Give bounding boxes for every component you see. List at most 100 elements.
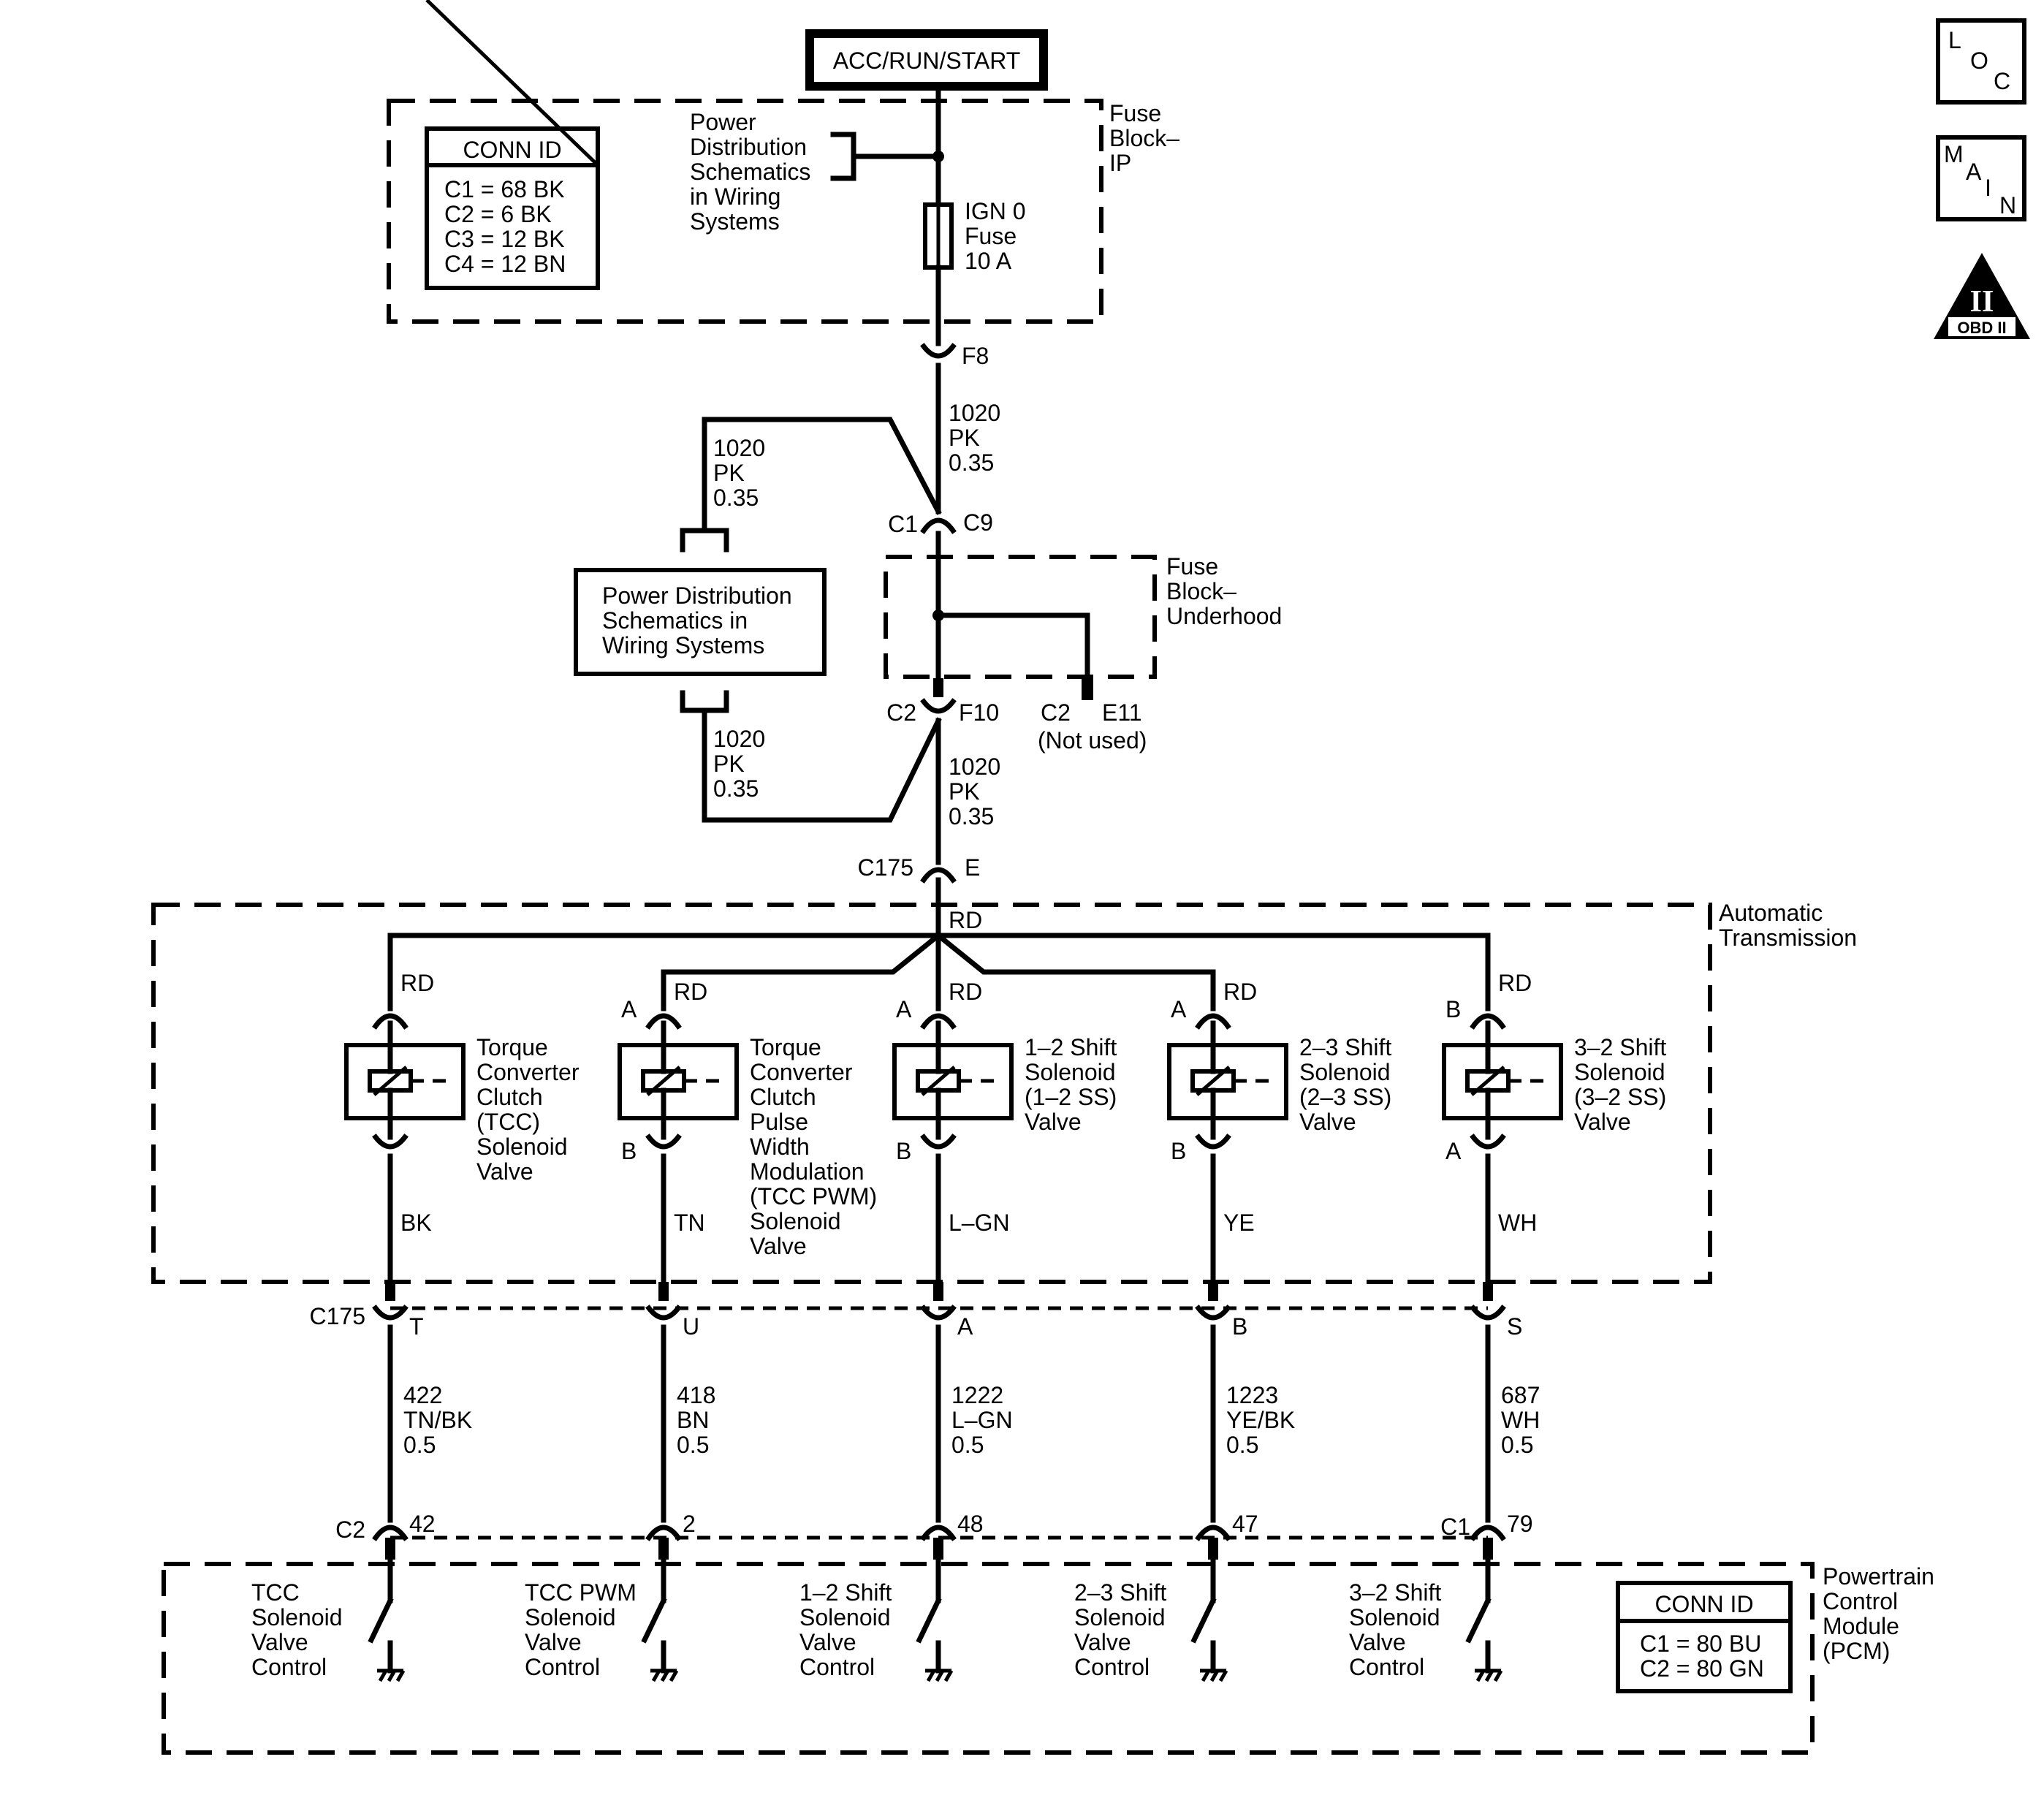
- pcm-function-label: Valve: [799, 1629, 856, 1655]
- svg-text:C2 = 80 GN: C2 = 80 GN: [1640, 1655, 1764, 1682]
- solenoid-wire-color: YE: [1223, 1210, 1255, 1236]
- connector-f8: [920, 343, 957, 359]
- power-distribution-box-line2: Schematics in: [602, 607, 748, 634]
- solenoid-top-pin: A: [621, 996, 637, 1022]
- svg-text:CONN ID: CONN ID: [463, 137, 561, 163]
- svg-text:0.35: 0.35: [949, 803, 994, 829]
- solenoid-bottom-connector: [1470, 1134, 1506, 1150]
- c175-pin-label: T: [409, 1313, 424, 1340]
- connector-c2-label: C2: [886, 699, 916, 726]
- c175-bottom-connector: [1470, 1305, 1506, 1321]
- connector-c2-unused-label: C2: [1041, 699, 1071, 726]
- connector-c9-label: C9: [963, 509, 993, 536]
- circuit-label: YE/BK: [1226, 1407, 1295, 1433]
- power-source-label: ACC/RUN/START: [833, 48, 1021, 74]
- svg-text:C1 = 68 BK: C1 = 68 BK: [444, 176, 565, 202]
- pcm-function-label: Valve: [1074, 1629, 1131, 1655]
- solenoid-bottom-connector: [1195, 1134, 1231, 1150]
- c175-pin-label: A: [957, 1313, 973, 1340]
- solenoid-bottom-connector: [372, 1134, 409, 1150]
- obd-ii-icon: II OBD II: [1934, 253, 2030, 339]
- solenoid-top-wire: RD: [1223, 979, 1257, 1005]
- svg-text:0.35: 0.35: [713, 775, 759, 802]
- connector-c2-f10: [920, 698, 957, 714]
- solenoid-top-pin: A: [1171, 996, 1187, 1022]
- wire-1020-label-c: 1020 PK 0.35: [713, 726, 765, 802]
- solenoid-name: (2–3 SS): [1299, 1084, 1391, 1110]
- solenoid-name: 1–2 Shift: [1025, 1034, 1117, 1060]
- power-distribution-box-line1: Power Distribution: [602, 582, 792, 609]
- circuit-label: 0.5: [951, 1432, 984, 1458]
- connector-f8-label: F8: [962, 343, 989, 369]
- solenoid-name: Torque: [750, 1034, 821, 1060]
- svg-text:C1 = 80 BU: C1 = 80 BU: [1640, 1630, 1761, 1657]
- solenoid-top-connector: [1470, 1013, 1506, 1030]
- solenoid-name: 3–2 Shift: [1574, 1034, 1666, 1060]
- ground-icon: [1200, 1668, 1228, 1682]
- svg-text:M: M: [1944, 141, 1964, 167]
- svg-text:Transmission: Transmission: [1719, 925, 1857, 951]
- solenoid-top-wire: RD: [674, 979, 707, 1005]
- solenoid-name: Valve: [476, 1158, 533, 1185]
- not-used-note: (Not used): [1038, 727, 1147, 753]
- solenoid-name: Solenoid: [1574, 1059, 1665, 1085]
- power-distribution-box-line3: Wiring Systems: [602, 632, 764, 658]
- solenoid-top-pin: A: [896, 996, 912, 1022]
- connector-c1-label: C1: [888, 511, 918, 537]
- svg-text:Automatic: Automatic: [1719, 900, 1823, 926]
- solenoid-wire-color: BK: [400, 1210, 432, 1236]
- svg-text:1020: 1020: [713, 435, 765, 461]
- solenoid-wire-color: L–GN: [949, 1210, 1010, 1236]
- pcm-pin-label: 47: [1232, 1511, 1258, 1537]
- connector-pd-bottom: [680, 690, 729, 713]
- solenoid-name: Solenoid: [476, 1134, 568, 1160]
- solenoid-name: Converter: [476, 1059, 580, 1085]
- branch-wire-lower: [702, 707, 942, 823]
- connector-c175-top-label: C175: [858, 854, 914, 881]
- svg-text:Systems: Systems: [690, 208, 780, 235]
- svg-text:Fuse: Fuse: [1109, 100, 1161, 126]
- connector-c175-e-label: E: [965, 854, 980, 881]
- solenoid-column-2: ARDBTorqueConverterClutchPulseWidthModul…: [525, 979, 877, 1682]
- svg-text:IGN 0: IGN 0: [965, 198, 1026, 224]
- solenoid-top-connector: [920, 1013, 957, 1030]
- pcm-switch: [1465, 1597, 1492, 1644]
- wire-to-e11: [935, 612, 1090, 693]
- automatic-transmission-boundary: [151, 903, 1712, 1284]
- svg-text:OBD II: OBD II: [1957, 319, 2006, 337]
- solenoid-top-wire: RD: [400, 970, 434, 996]
- svg-text:C2 = 6 BK: C2 = 6 BK: [444, 201, 552, 227]
- solenoid-bottom-connector: [645, 1134, 682, 1150]
- svg-text:10 A: 10 A: [965, 248, 1012, 274]
- ground-icon: [377, 1668, 406, 1682]
- pcm-connector: [372, 1525, 409, 1541]
- svg-text:PK: PK: [949, 425, 980, 451]
- svg-text:1020: 1020: [949, 400, 1000, 426]
- solenoid-name: (TCC): [476, 1109, 540, 1135]
- pcm-function-label: Solenoid: [1349, 1604, 1440, 1630]
- pcm-function-label: Solenoid: [799, 1604, 891, 1630]
- pcm-function-label: Valve: [525, 1629, 582, 1655]
- svg-text:(PCM): (PCM): [1823, 1638, 1890, 1664]
- solenoid-name: Solenoid: [1299, 1059, 1391, 1085]
- svg-text:C3 = 12 BK: C3 = 12 BK: [444, 226, 565, 252]
- circuit-label: 0.5: [403, 1432, 436, 1458]
- c175-bottom-connector: [372, 1305, 409, 1321]
- pcm-connector: [1470, 1525, 1506, 1541]
- solenoid-bottom-pin: B: [1171, 1138, 1186, 1164]
- svg-text:CONN ID: CONN ID: [1654, 1591, 1753, 1617]
- connector-f10-label: F10: [959, 699, 999, 726]
- svg-text:PK: PK: [713, 460, 745, 486]
- solenoid-name: (3–2 SS): [1574, 1084, 1666, 1110]
- solenoid-bottom-pin: B: [621, 1138, 637, 1164]
- fuse-block-ip-label: Fuse Block– IP: [1109, 100, 1179, 176]
- solenoid-column-1: RDTorqueConverterClutch(TCC)SolenoidValv…: [251, 970, 580, 1682]
- svg-text:Fuse: Fuse: [965, 223, 1017, 249]
- svg-text:N: N: [1999, 192, 2016, 219]
- ground-icon: [925, 1668, 954, 1682]
- solenoid-name: (1–2 SS): [1025, 1084, 1117, 1110]
- c175-bottom-connector: [1195, 1305, 1231, 1321]
- pcm-function-label: Solenoid: [525, 1604, 616, 1630]
